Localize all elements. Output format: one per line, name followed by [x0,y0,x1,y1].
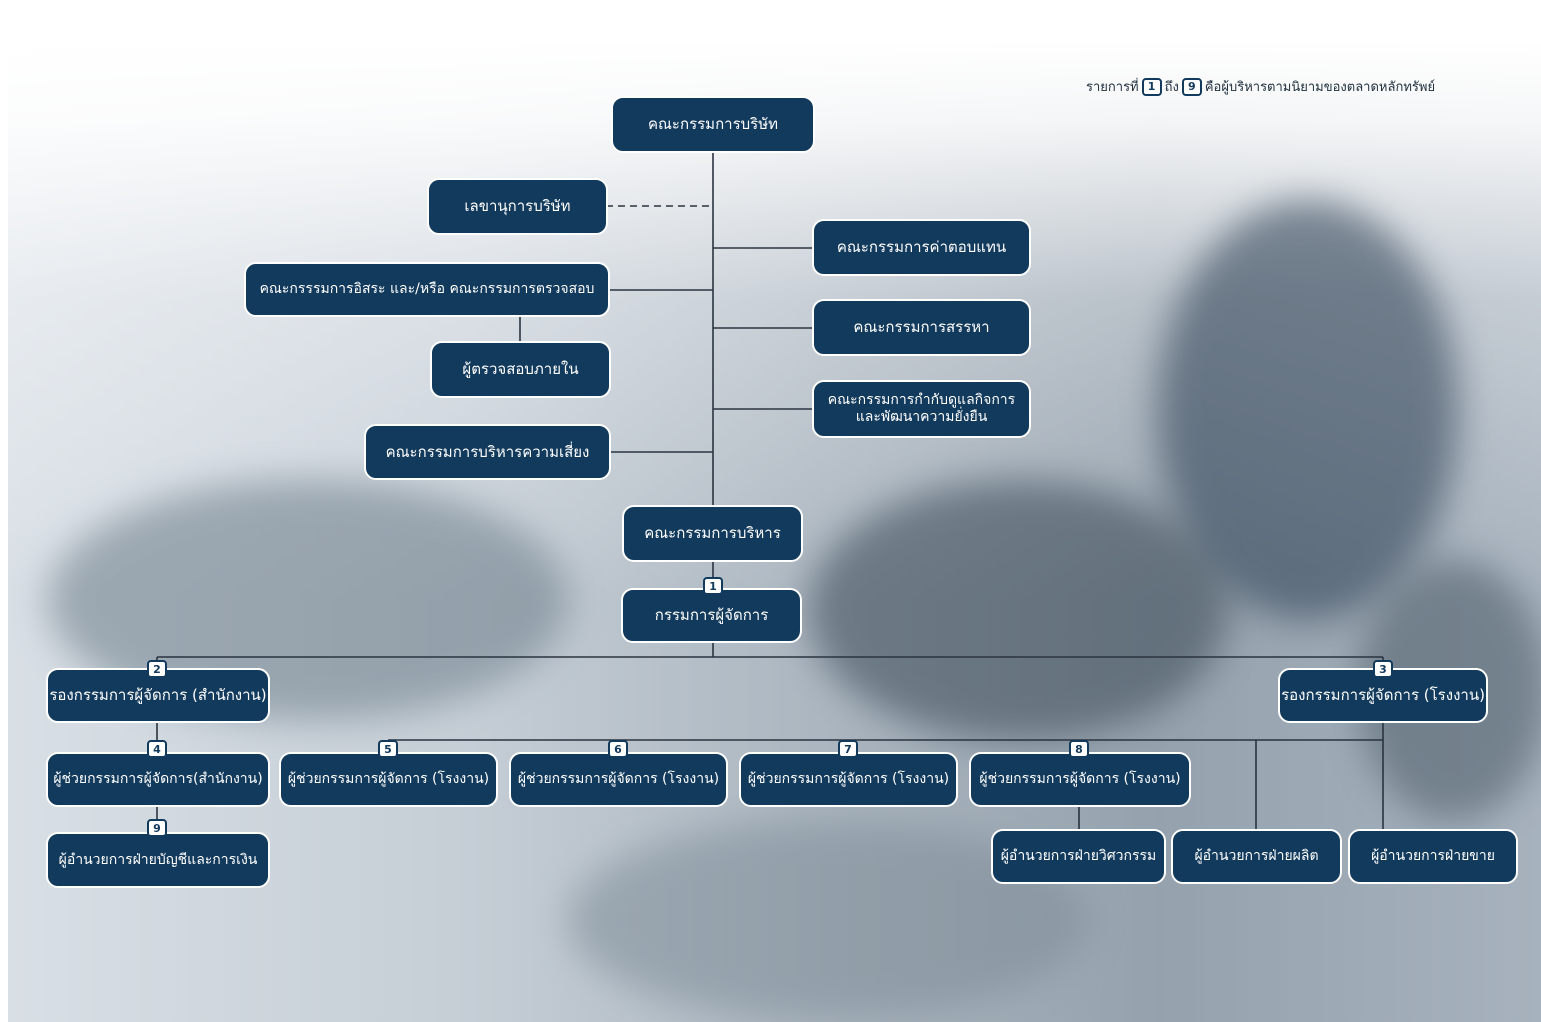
assistant-md-office-node: ผู้ช่วยกรรมการผู้จัดการ(สำนักงาน) [46,752,270,807]
engineering-director-node: ผู้อำนวยการฝ่ายวิศวกรรม [991,829,1166,884]
worker-shape [1158,200,1458,620]
governance-committee-node: คณะกรรมการกำกับดูแลกิจการและพัฒนาความยั่… [812,380,1031,438]
assistant-md-plant-node-8: ผู้ช่วยกรรมการผู้จัดการ (โรงงาน) [969,752,1191,807]
executive-legend: รายการที่ 1 ถึง 9 คือผู้บริหารตามนิยามขอ… [1086,76,1435,97]
legend-prefix: รายการที่ [1086,80,1139,95]
company-secretary-node: เลขานุการบริษัท [427,178,608,235]
badge-9: 9 [147,819,167,837]
legend-badge-to: 9 [1181,77,1202,96]
badge-8: 8 [1069,740,1089,758]
legend-badge-from: 1 [1141,77,1162,96]
badge-4: 4 [147,740,167,758]
audit-committee-node: คณะกรรรมการอิสระ และ/หรือ คณะกรรมการตรวจ… [244,262,610,317]
badge-1: 1 [703,577,723,595]
executive-committee-node: คณะกรรมการบริหาร [622,505,803,562]
production-director-node: ผู้อำนวยการฝ่ายผลิต [1171,829,1342,884]
badge-3: 3 [1373,660,1393,678]
nomination-committee-node: คณะกรรมการสรรหา [812,299,1031,356]
badge-7: 7 [838,740,858,758]
internal-auditor-node: ผู้ตรวจสอบภายใน [430,341,611,398]
legend-middle: ถึง [1164,80,1179,95]
badge-6: 6 [608,740,628,758]
sales-director-node: ผู้อำนวยการฝ่ายขาย [1348,829,1518,884]
assistant-md-plant-node-7: ผู้ช่วยกรรมการผู้จัดการ (โรงงาน) [739,752,958,807]
risk-committee-node: คณะกรรมการบริหารความเสี่ยง [364,424,611,480]
remuneration-committee-node: คณะกรรมการค่าตอบแทน [812,219,1031,276]
board-of-directors-node: คณะกรรมการบริษัท [611,96,815,153]
badge-5: 5 [378,740,398,758]
managing-director-node: กรรมการผู้จัดการ [621,588,802,643]
machine-shape [808,480,1228,740]
legend-suffix: คือผู้บริหารตามนิยามของตลาดหลักทรัพย์ [1204,80,1436,95]
badge-2: 2 [147,660,167,678]
assistant-md-plant-node-6: ผู้ช่วยกรรมการผู้จัดการ (โรงงาน) [509,752,728,807]
assistant-md-plant-node-5: ผู้ช่วยกรรมการผู้จัดการ (โรงงาน) [279,752,498,807]
finance-director-node: ผู้อำนวยการฝ่ายบัญชีและการเงิน [46,832,270,888]
